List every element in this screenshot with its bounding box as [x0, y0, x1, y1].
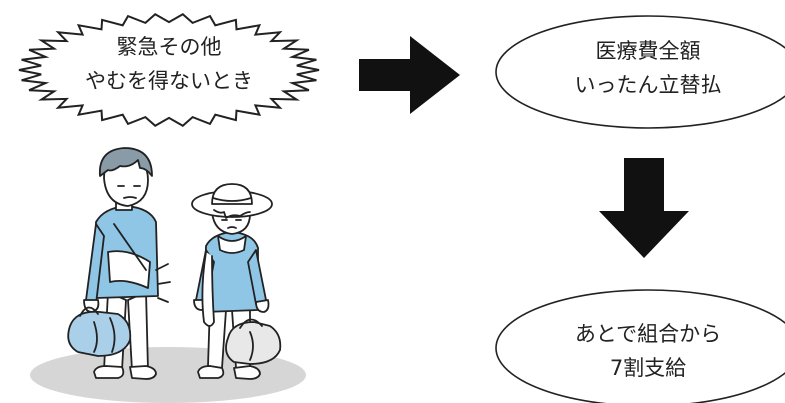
step2-line2: 7割支給 — [610, 356, 686, 380]
two-people-with-bags-icon — [30, 147, 306, 403]
woman-with-hat — [191, 183, 282, 380]
step1-line2: いったん立替払 — [575, 73, 722, 97]
emergency-burst: 緊急その他 やむを得ないとき — [18, 12, 320, 128]
step1-line1: 医療費全額 — [596, 39, 701, 63]
burst-line1: 緊急その他 — [117, 35, 222, 59]
burst-outline — [18, 12, 320, 128]
step2-line1: あとで組合から — [575, 322, 721, 346]
step2-ellipse — [495, 289, 785, 403]
step-pay-in-full: 医療費全額 いったん立替払 — [495, 15, 785, 129]
injured-man — [67, 147, 171, 380]
step1-ellipse — [495, 15, 785, 129]
step-reimbursement: あとで組合から 7割支給 — [495, 289, 785, 403]
burst-line2: やむを得ないとき — [85, 69, 253, 93]
down-arrow-icon — [599, 158, 689, 258]
right-arrow-icon — [359, 36, 460, 114]
